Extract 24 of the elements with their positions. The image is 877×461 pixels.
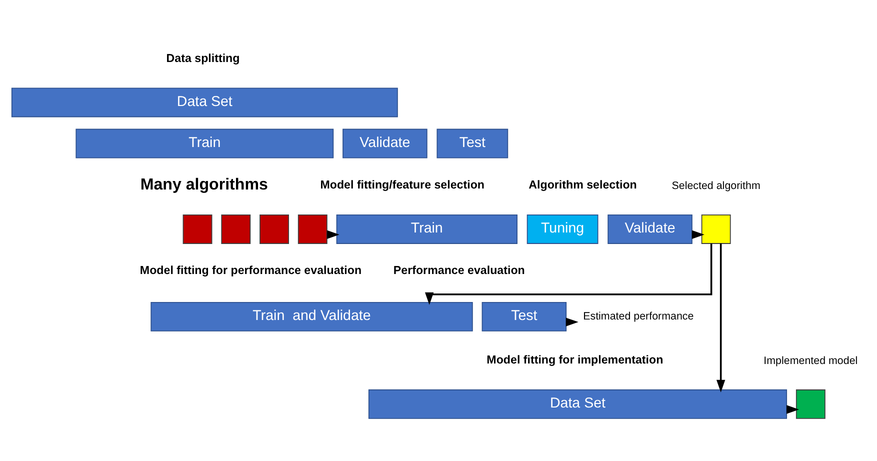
node-box: Train bbox=[336, 214, 518, 244]
node-label: Selected algorithm bbox=[672, 180, 760, 192]
node-box bbox=[182, 214, 212, 244]
arrow bbox=[716, 243, 726, 392]
label: Algorithm selection bbox=[528, 178, 637, 192]
node-box: Test bbox=[436, 128, 508, 158]
node-box: Train and Validate bbox=[150, 301, 473, 331]
label: Model fitting for implementation bbox=[486, 352, 664, 366]
label: Data splitting bbox=[166, 51, 240, 64]
node-box: Tuning bbox=[526, 214, 598, 244]
node-box bbox=[701, 214, 731, 244]
node-text: Estimated performance bbox=[583, 310, 694, 322]
node-box bbox=[796, 388, 826, 418]
node-box: Train bbox=[76, 128, 334, 158]
label: Model fitting/feature selection bbox=[320, 178, 485, 192]
label: Performance evaluation bbox=[393, 264, 525, 277]
label: Many algorithms bbox=[140, 174, 268, 193]
arrow bbox=[424, 243, 712, 304]
node-box bbox=[260, 214, 289, 244]
label: Model fitting for performance evaluation bbox=[140, 264, 362, 277]
node-box bbox=[221, 214, 251, 244]
node-box: Validate bbox=[342, 128, 428, 158]
node-box: Data Set bbox=[11, 87, 398, 117]
node-label: Implemented model bbox=[764, 354, 858, 367]
